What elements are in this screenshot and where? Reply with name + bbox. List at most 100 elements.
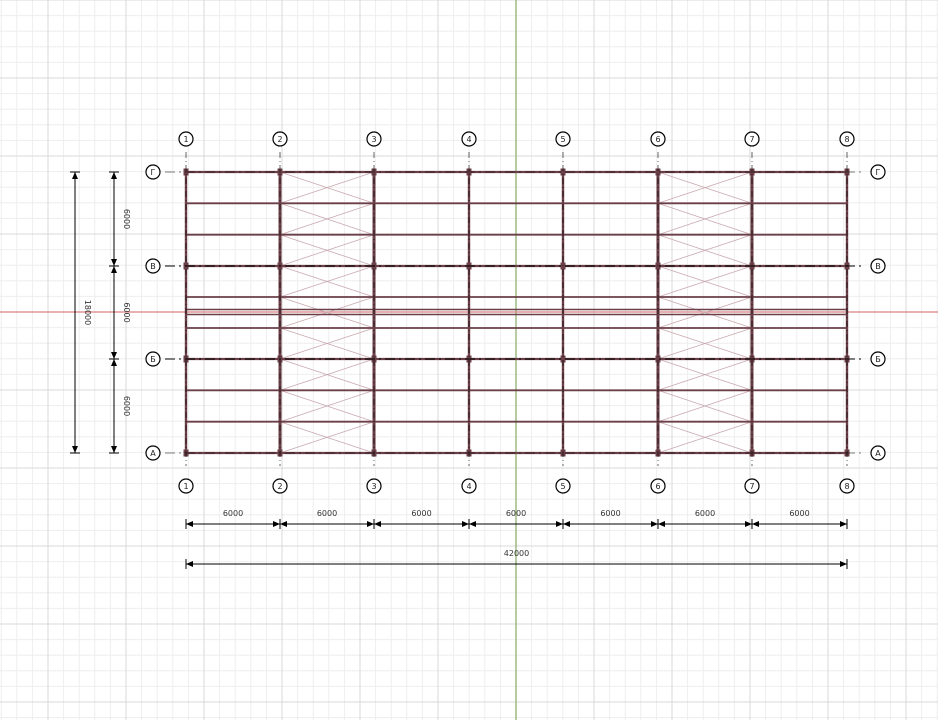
brace-diagonal	[279, 421, 375, 454]
dimension-arrow	[111, 266, 117, 273]
dimension-label: 6000	[223, 509, 243, 518]
axis-bubble-label: 3	[371, 135, 376, 144]
column-node	[655, 168, 661, 176]
axis-bubble-label: 5	[560, 135, 565, 144]
axis-bubble-label: А	[875, 449, 881, 458]
dimension-arrow	[840, 561, 847, 567]
column-axis-bubble-top: 4	[461, 131, 477, 147]
dimension-arrow	[556, 521, 563, 527]
dimension-arrow	[186, 561, 193, 567]
axis-bubble-circle	[461, 478, 477, 494]
column-axis-bubble-bottom: 8	[839, 478, 855, 494]
axis-bubble-circle	[178, 131, 194, 147]
axis-bubble-circle	[744, 131, 760, 147]
brace-diagonal	[657, 389, 753, 423]
dimension-arrow	[374, 521, 381, 527]
axis-bubble-label: 5	[560, 482, 565, 491]
axis-bubble-label: 2	[277, 482, 282, 491]
column-axis-bubble-top: 3	[366, 131, 382, 147]
axis-bubble-circle	[870, 351, 886, 367]
dimension-arrow	[111, 172, 117, 179]
brace-diagonal	[279, 234, 375, 267]
column-axis-bubble-top: 8	[839, 131, 855, 147]
brace-diagonal	[657, 171, 753, 204]
axis-bubble-label: 6	[655, 482, 660, 491]
column-axis-bubble-top: 7	[744, 131, 760, 147]
brace-diagonal	[279, 327, 375, 360]
axis-bubble-circle	[650, 131, 666, 147]
axis-bubble-label: 8	[844, 135, 849, 144]
row-axis-bubble-left: Б	[145, 351, 161, 367]
column-node	[655, 355, 661, 363]
column-node	[560, 355, 566, 363]
column-axis-bubble-bottom: 2	[272, 478, 288, 494]
axis-bubble-circle	[555, 131, 571, 147]
row-axis-bubble-right: Г	[870, 164, 886, 180]
dimension-arrow	[563, 521, 570, 527]
column-axis-bubble-bottom: 3	[366, 478, 382, 494]
dimension-arrow	[273, 521, 280, 527]
row-axis-bubble-left: Г	[145, 164, 161, 180]
dimension-arrow	[752, 521, 759, 527]
dimension-arrow	[72, 446, 78, 453]
dimension-arrow	[72, 172, 78, 179]
column-axis-bubble-bottom: 1	[178, 478, 194, 494]
axis-bubble-circle	[145, 164, 161, 180]
dimension-total-label: 42000	[504, 549, 529, 558]
brace-diagonal	[657, 234, 753, 267]
brace-diagonal	[279, 296, 375, 329]
dimension-label: 6000	[506, 509, 526, 518]
axis-bubble-label: 1	[183, 482, 188, 491]
dimension-arrow	[651, 521, 658, 527]
axis-bubble-label: 4	[466, 482, 471, 491]
brace-diagonal	[279, 358, 375, 391]
dimension-arrow	[840, 521, 847, 527]
dimension-label: 6000	[789, 509, 809, 518]
column-axis-bubble-bottom: 5	[555, 478, 571, 494]
dimension-label: 6000	[122, 209, 131, 229]
axis-bubble-circle	[650, 478, 666, 494]
brace-diagonal	[279, 202, 375, 236]
axis-bubble-label: Г	[151, 168, 156, 177]
dimension-arrow	[469, 521, 476, 527]
column-axis-bubble-top: 1	[178, 131, 194, 147]
axis-bubble-circle	[870, 164, 886, 180]
dimension-total-label: 18000	[83, 300, 92, 325]
axis-bubble-circle	[744, 478, 760, 494]
axis-bubble-label: 8	[844, 482, 849, 491]
axis-bubble-circle	[366, 131, 382, 147]
row-axis-bubble-right: Б	[870, 351, 886, 367]
dimension-label: 6000	[122, 396, 131, 416]
brace-diagonal	[279, 171, 375, 204]
axis-bubble-label: 1	[183, 135, 188, 144]
axis-bubble-circle	[461, 131, 477, 147]
row-axis-bubble-right: А	[870, 445, 886, 461]
axis-bubble-circle	[555, 478, 571, 494]
dimension-label: 6000	[600, 509, 620, 518]
column-axis-bubble-top: 5	[555, 131, 571, 147]
axis-bubble-circle	[145, 258, 161, 274]
dimension-arrow	[462, 521, 469, 527]
axis-bubble-label: 7	[749, 482, 754, 491]
dimension-label: 6000	[695, 509, 715, 518]
axis-bubble-label: 7	[749, 135, 754, 144]
dimension-arrow	[111, 259, 117, 266]
column-node	[560, 168, 566, 176]
row-axis-bubble-left: В	[145, 258, 161, 274]
axis-bubble-circle	[839, 131, 855, 147]
axis-bubble-label: 3	[371, 482, 376, 491]
column-axis-bubble-bottom: 7	[744, 478, 760, 494]
brace-diagonal	[657, 265, 753, 298]
brace-diagonal	[657, 296, 753, 329]
brace-diagonal	[657, 327, 753, 360]
axis-bubble-label: Б	[150, 355, 156, 364]
axis-bubble-circle	[839, 478, 855, 494]
axis-bubble-circle	[145, 445, 161, 461]
axis-bubble-label: А	[150, 449, 156, 458]
column-axis-bubble-bottom: 4	[461, 478, 477, 494]
dimension-label: 6000	[317, 509, 337, 518]
column-axis-bubble-top: 2	[272, 131, 288, 147]
